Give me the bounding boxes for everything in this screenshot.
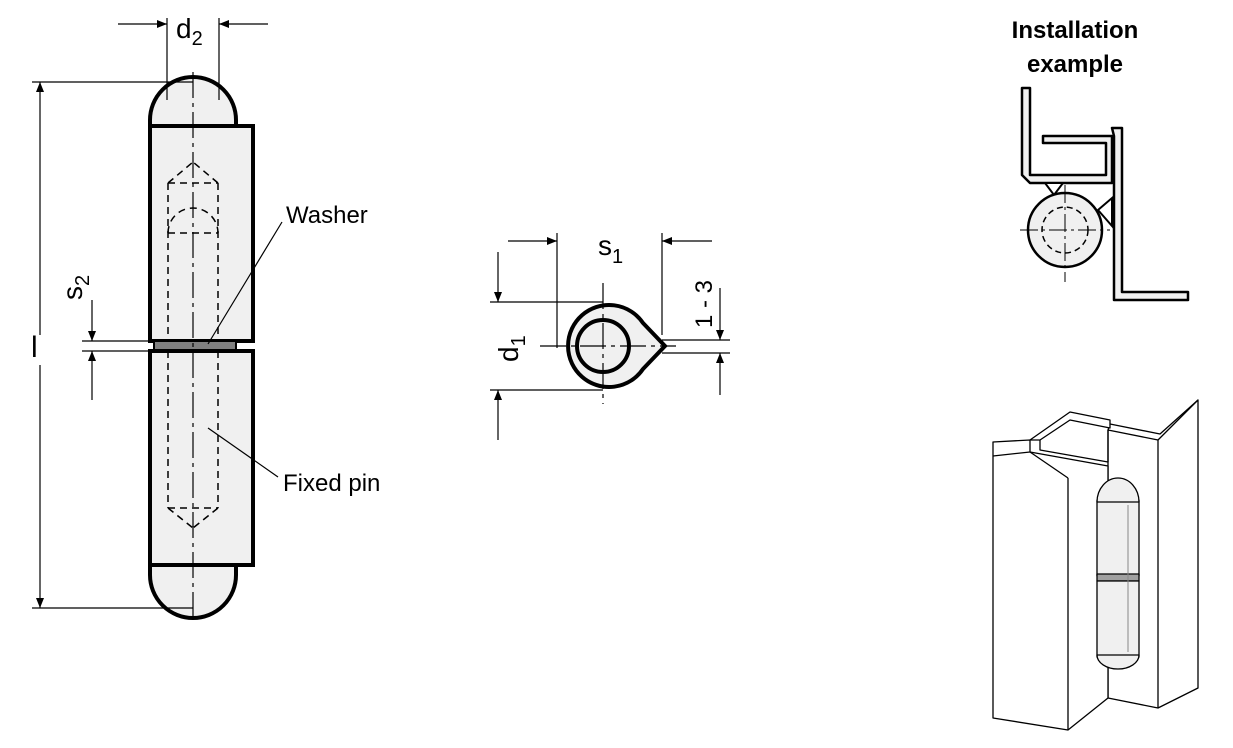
left-profile-3d [992,439,1109,731]
hinge-side-view: d2 l s2 Washer Fixed pin [31,13,380,622]
fixed-pin-leader [207,427,279,478]
bottom-dome [148,563,238,620]
hinge-dome-3d-top [1096,477,1140,503]
installation-title-2: example [1027,51,1123,78]
d2-dimension [118,18,268,100]
lower-barrel [148,349,255,567]
hinge-barrel-3d-upper [1096,499,1140,577]
left-sheet-profile [1020,86,1114,185]
installation-title-1: Installation [1012,17,1139,44]
range-dimension [662,288,730,395]
s2-dimension [82,300,150,400]
weld-left [1043,182,1065,197]
top-dome [148,75,238,130]
hinge-end-view: s1 d1 1 - 3 [490,230,730,440]
weld-right [1096,195,1113,229]
u-channel-top [1029,411,1111,441]
right-sheet-profile [1110,126,1190,302]
s2-label: s2 [57,275,94,300]
installation-3d-view [992,399,1199,731]
s1-dimension [508,233,712,348]
s1-label: s1 [598,230,623,268]
l-label: l [31,331,38,364]
hinge-dome-3d-bottom [1096,654,1140,670]
d1-dimension [490,252,603,440]
fixed-pin-hidden-lines [167,351,219,529]
fixed-pin-label: Fixed pin [283,470,380,497]
d2-label: d2 [176,13,203,50]
d1-label: d1 [493,335,530,362]
range-label: 1 - 3 [691,280,718,328]
l-dimension [32,81,193,609]
installation-section: Installation example [1012,17,1190,302]
hinge-washer-3d [1096,573,1140,582]
upper-barrel [148,124,255,343]
washer-leader [207,221,283,345]
hinge-barrel-3d-lower [1096,580,1140,658]
washer-label: Washer [286,202,368,229]
